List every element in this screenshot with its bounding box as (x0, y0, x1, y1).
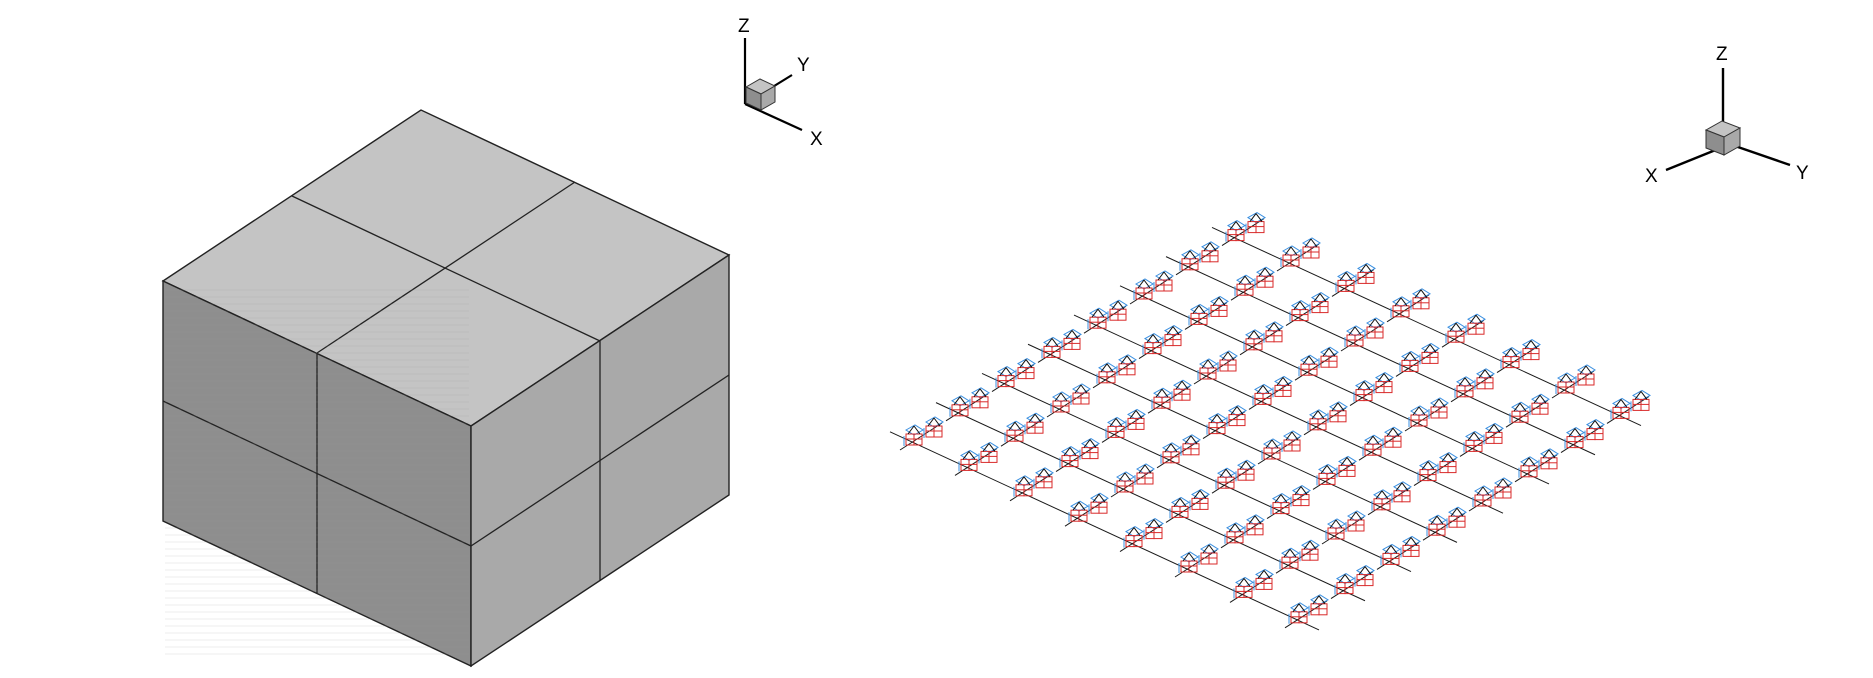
grid-lines (889, 218, 1650, 631)
grid-unit (1215, 459, 1256, 490)
grid-unit (995, 358, 1036, 388)
grid-unit (1105, 408, 1146, 439)
z-axis-label: Z (1716, 44, 1728, 65)
grid-unit (1179, 241, 1220, 271)
left-panel: Z Y X (161, 16, 823, 668)
axis-triad-right: Z X Y (1645, 44, 1809, 187)
grid-unit (1224, 514, 1265, 544)
grid-unit (1362, 426, 1403, 457)
cube-subdivision-lines (162, 181, 730, 593)
grid-unit (1142, 325, 1183, 355)
grid-unit (1270, 485, 1311, 515)
x-axis-label: X (1645, 166, 1658, 187)
grid-unit (1390, 288, 1431, 318)
grid-unit (949, 387, 990, 417)
grid-unit (1151, 379, 1192, 410)
z-axis-label: Z (738, 16, 750, 37)
grid-unit (1500, 339, 1541, 369)
grid-unit (1555, 364, 1596, 394)
grid-unit (1243, 321, 1284, 351)
grid-unit (958, 441, 999, 472)
axis-triad-left: Z Y X (738, 16, 823, 150)
grid-unit (1261, 430, 1302, 460)
grid-unit (1169, 488, 1210, 519)
cube-shading (165, 289, 469, 655)
grid-unit (1188, 295, 1229, 326)
grid-unit (1068, 492, 1109, 523)
grid-unit (1399, 342, 1440, 373)
grid-unit (1408, 397, 1449, 427)
x-axis-label: X (810, 129, 823, 150)
grid-unit (1472, 477, 1513, 507)
grid-unit (1298, 346, 1339, 377)
grid-unit (1096, 354, 1137, 384)
grid-unit (1233, 568, 1274, 599)
grid-unit (1197, 350, 1238, 380)
grid-unit (1307, 401, 1348, 431)
grid-unit (1225, 212, 1266, 242)
grid-unit (1059, 438, 1100, 468)
grid-unit (1353, 372, 1394, 402)
grid-unit (1087, 299, 1128, 330)
cube-block (161, 109, 731, 668)
y-axis-line (1734, 144, 1791, 167)
grid-unit (1454, 368, 1495, 398)
grid-unit (1234, 266, 1275, 297)
grid-unit (1417, 452, 1458, 482)
grid-unit (1371, 481, 1412, 511)
grid-unit (1288, 594, 1329, 624)
grid-unit (1041, 328, 1082, 359)
x-axis-line (744, 102, 803, 132)
grid-unit (1610, 389, 1651, 420)
grid-unit (1252, 375, 1293, 406)
grid-unit (1380, 535, 1421, 566)
grid-unit (1316, 455, 1357, 486)
grid-unit (1206, 405, 1247, 435)
grid-unit (1114, 463, 1155, 493)
grid-tie-line (1165, 494, 1209, 523)
right-panel: Z X Y (889, 44, 1809, 631)
grid-unit (1445, 313, 1486, 344)
grid-unit (1518, 448, 1559, 478)
grid-unit (1123, 518, 1164, 548)
y-axis-label: Y (1796, 163, 1809, 184)
grid-unit (1013, 467, 1054, 497)
grid-unit (1463, 422, 1504, 453)
grid-unit (1344, 317, 1385, 347)
grid-unit (1160, 434, 1201, 464)
grid-unit (1509, 393, 1550, 424)
grid-unit (1564, 419, 1605, 449)
grid-unit (1133, 270, 1174, 300)
triad-cube-right (1723, 127, 1741, 156)
grid-unit (1280, 237, 1321, 267)
grid-unit (1050, 383, 1091, 413)
grid-unit (903, 416, 944, 446)
grid-unit (1325, 510, 1366, 540)
grid-unit (1335, 262, 1376, 293)
grid-unit (1178, 543, 1219, 573)
grid-unit (1279, 539, 1320, 570)
y-axis-label: Y (797, 55, 810, 76)
grid-units (903, 212, 1651, 624)
grid-unit (1004, 412, 1045, 443)
grid-unit (1289, 292, 1330, 322)
triad-cube-right (760, 85, 776, 111)
grid-unit (1334, 565, 1375, 595)
grid-unit (1426, 506, 1467, 537)
